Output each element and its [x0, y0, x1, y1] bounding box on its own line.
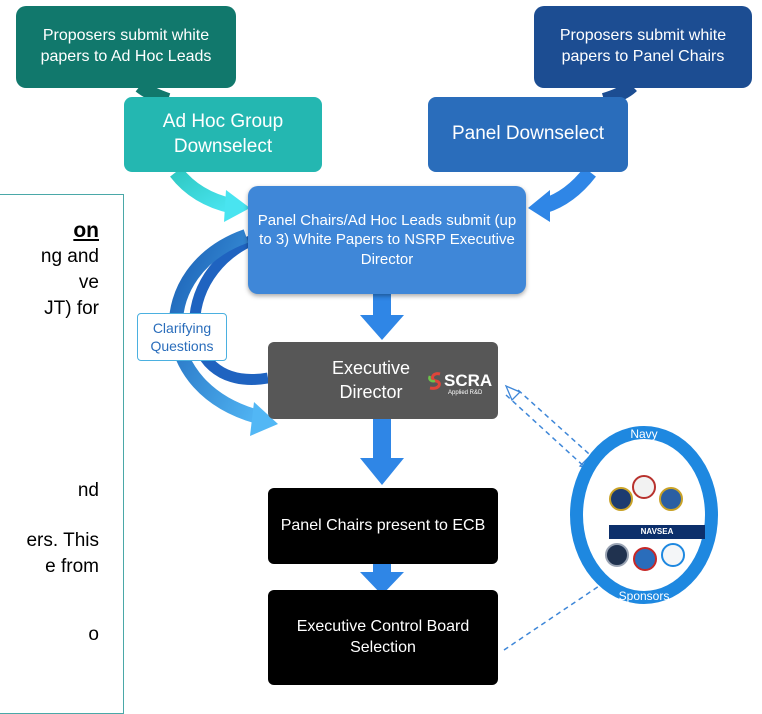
arrow-exec-to-present: [360, 419, 404, 485]
sponsor-ring: Navy Sponsors NAVSEA: [570, 426, 718, 604]
team-seal-icon: [609, 487, 633, 511]
proposers-adhoc-box: Proposers submit white papers to Ad Hoc …: [16, 6, 236, 88]
executive-control-board-box: Executive Control Board Selection: [268, 590, 498, 685]
executive-director-label: Executive Director: [331, 358, 411, 403]
side-heading: on: [73, 219, 99, 242]
side-line-1: ng and: [40, 246, 99, 267]
panel-downselect-box: Panel Downselect: [428, 97, 628, 172]
proposers-panel-box: Proposers submit white papers to Panel C…: [534, 6, 752, 88]
arrow-adhoc-to-submit: [170, 167, 234, 214]
side-text-panel: on ng and ve JT) for nd ers. This e from…: [0, 194, 124, 714]
side-line-7: o: [88, 624, 99, 645]
side-line-2: ve: [78, 272, 99, 293]
scra-logo-text: SCRA: [444, 371, 493, 390]
eagle-seal-icon: [632, 475, 656, 499]
side-line-3: JT) for: [44, 298, 99, 319]
arrow-present-to-ecb: [360, 564, 404, 595]
clarifying-questions-box: Clarifying Questions: [137, 313, 227, 361]
scra-logo: SCRA Applied R&D: [426, 370, 492, 400]
fms-seal-icon: [605, 543, 629, 567]
ring-label-top: Navy: [630, 427, 658, 441]
dashed-link-exec: [505, 394, 589, 471]
navsea-badge: NAVSEA: [609, 525, 705, 539]
dashed-link-ecb: [503, 579, 609, 651]
coast-guard-seal-icon: [661, 543, 685, 567]
side-line-6: e from: [45, 556, 99, 577]
adhoc-downselect-box: Ad Hoc Group Downselect: [124, 97, 322, 172]
sponsor-seals: NAVSEA: [583, 439, 705, 591]
scra-swirl-icon: [428, 372, 441, 390]
executive-director-box: Executive Director SCRA Applied R&D: [268, 342, 498, 419]
scra-logo-subtext: Applied R&D: [448, 390, 483, 396]
arrow-submit-to-exec: [360, 294, 404, 340]
submit-to-director-box: Panel Chairs/Ad Hoc Leads submit (up to …: [248, 186, 526, 294]
ring-label-bottom: Sponsors: [618, 589, 670, 603]
side-line-5: ers. This: [26, 530, 99, 551]
arrow-panel-to-submit: [541, 167, 596, 214]
ship-seal-icon: [659, 487, 683, 511]
globe-seal-icon: [633, 547, 657, 571]
panel-chairs-present-box: Panel Chairs present to ECB: [268, 488, 498, 564]
side-line-4: nd: [77, 480, 99, 501]
